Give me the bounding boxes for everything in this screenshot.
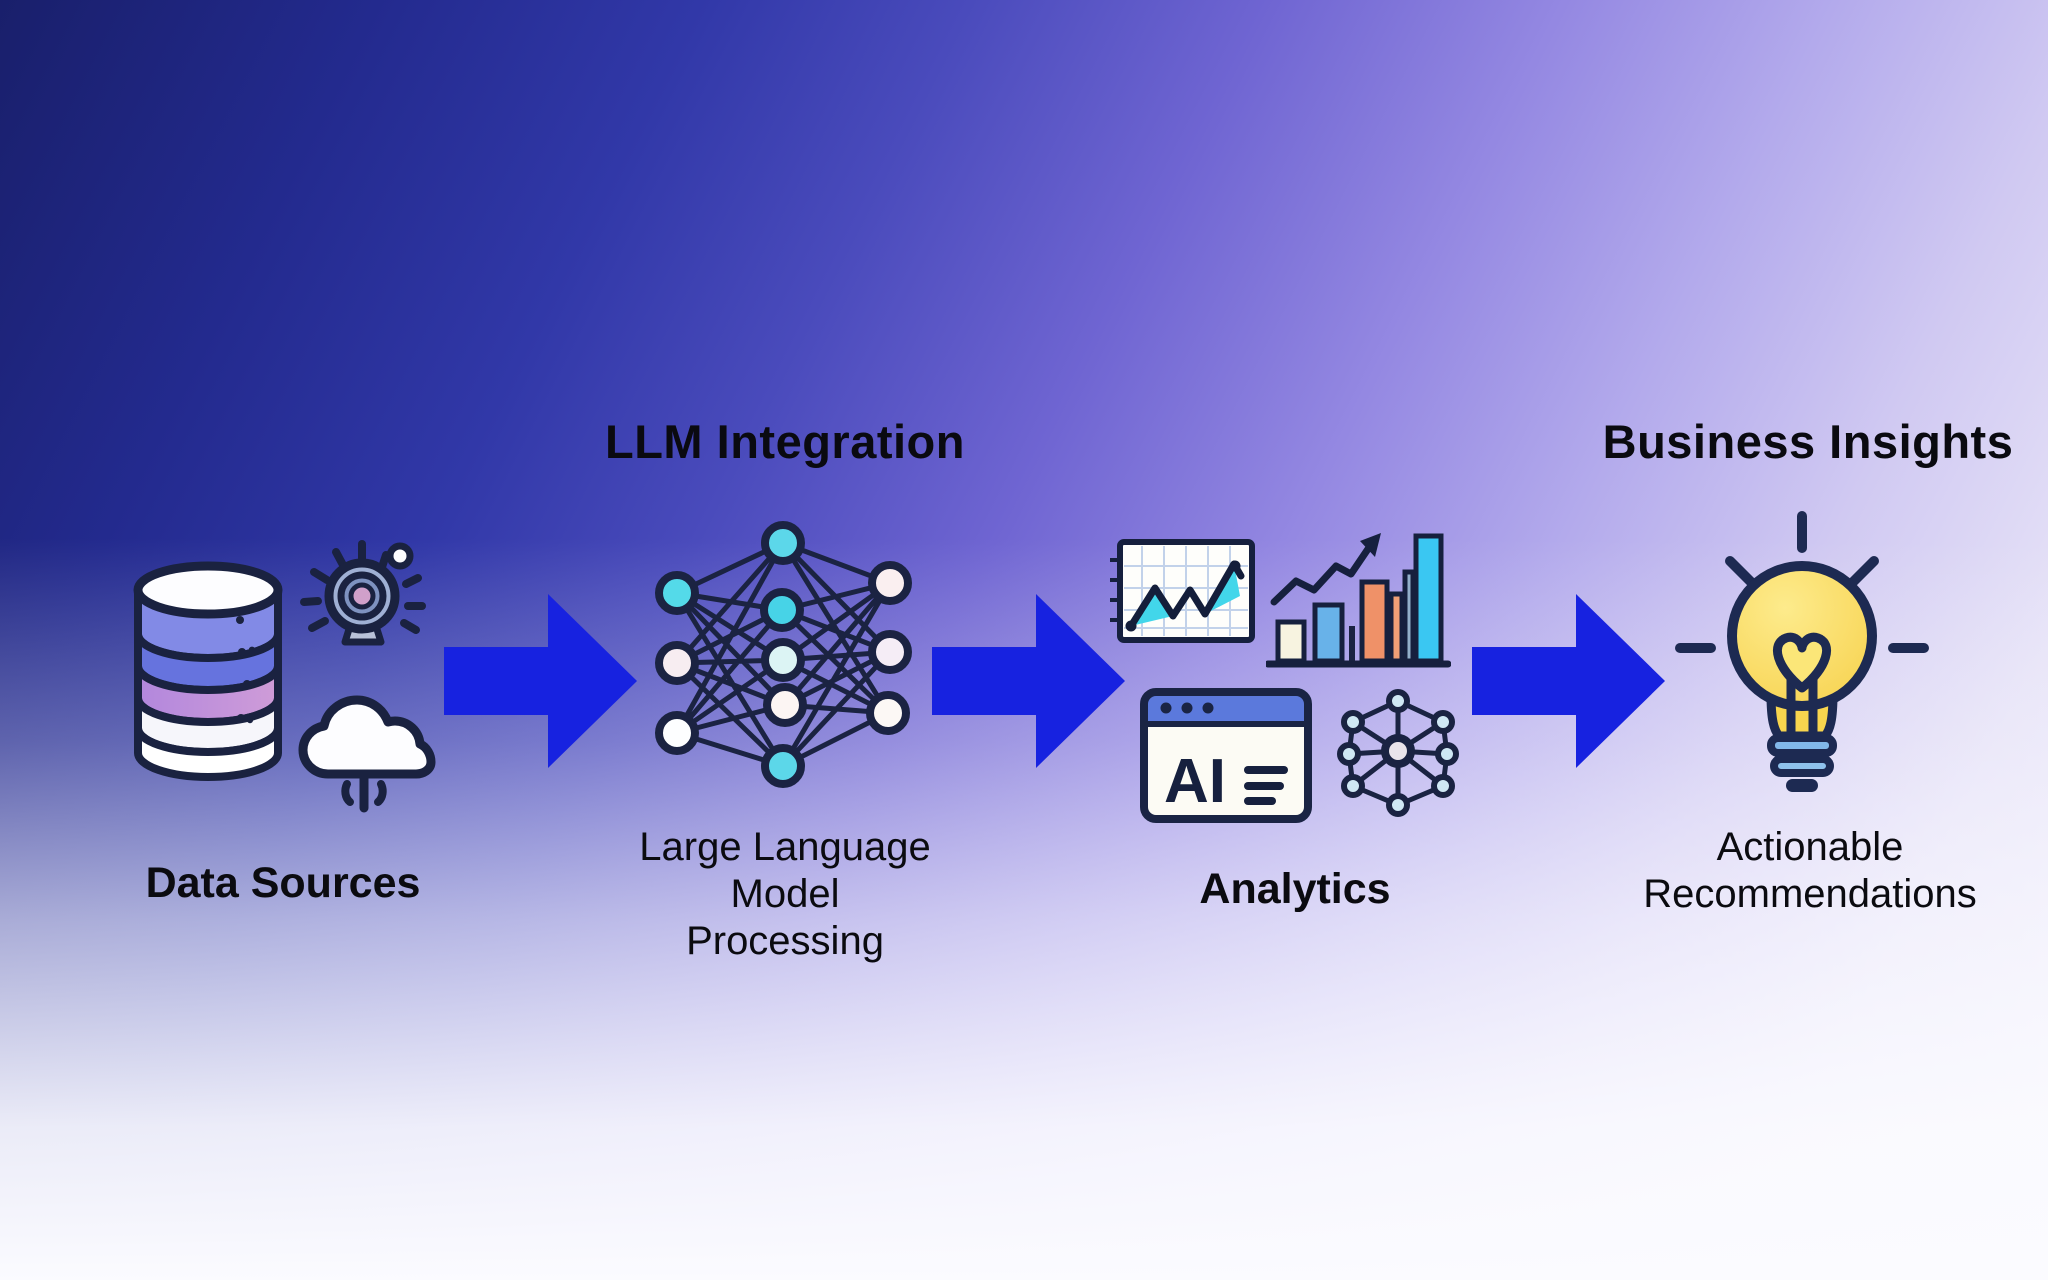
flow-arrow-2 (932, 592, 1127, 770)
database-icon (128, 560, 288, 785)
caption-data-sources: Data Sources (145, 859, 421, 907)
stage-title-llm-integration: LLM Integration (605, 415, 965, 468)
neural-network-icon (648, 508, 923, 798)
caption-line: Large Language (639, 825, 931, 869)
caption-analytics: Analytics (1199, 865, 1391, 913)
bar-chart-icon (1266, 528, 1451, 670)
caption-actionable-recommendations: Actionable Recommendations (1500, 824, 2048, 918)
lightbulb-icon (1658, 498, 1948, 798)
smart-lens-icon (298, 538, 433, 673)
flow-arrow-1 (444, 592, 639, 770)
cloud-download-icon (290, 682, 440, 817)
caption-llm-processing: Large Language Model Processing (475, 824, 1095, 965)
caption-line: Recommendations (1643, 872, 1977, 916)
line-chart-icon (1110, 538, 1255, 648)
stage-title-business-insights: Business Insights (1602, 415, 2014, 468)
caption-line: Model (730, 872, 840, 916)
ai-window-label: AI (1164, 747, 1226, 816)
ai-window-icon: AI (1140, 688, 1312, 823)
caption-line: Actionable (1716, 825, 1904, 869)
flow-arrow-3 (1472, 592, 1667, 770)
network-graph-icon (1336, 686, 1460, 818)
caption-line: Processing (686, 919, 884, 963)
